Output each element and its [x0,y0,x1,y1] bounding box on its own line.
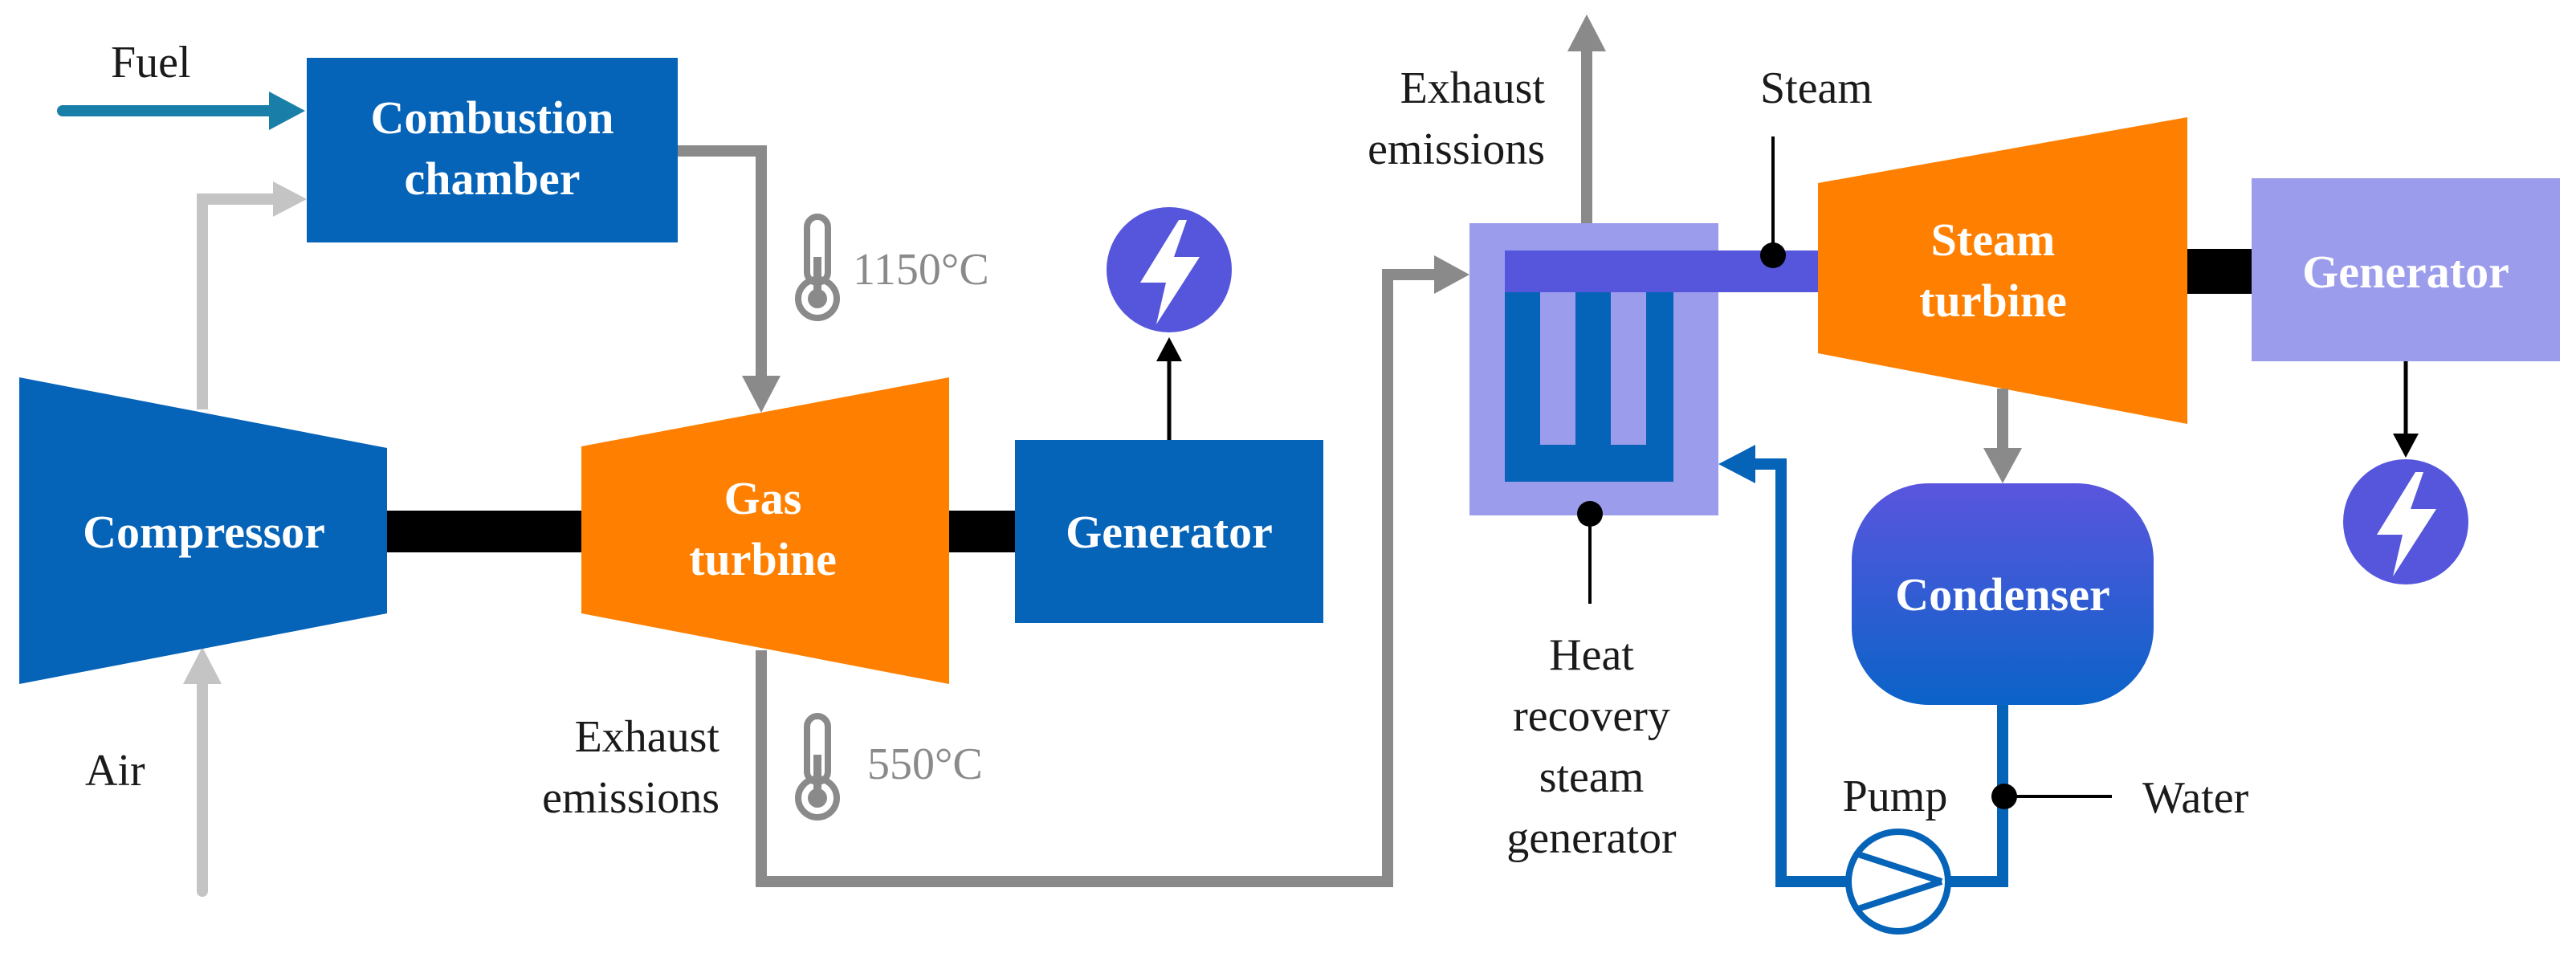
water-label: Water [2142,773,2249,823]
steam-label: Steam [1760,63,1873,113]
steam-turbine-label-2: turbine [1919,275,2067,327]
hrsg-label-1: Heat [1549,630,1634,680]
hrsg-pointer-dot [1577,501,1603,527]
hot-gas-arrow [678,145,781,413]
temperature-high-label: 1150°C [853,245,989,295]
generator-left-label: Generator [1066,506,1273,558]
compressor-label: Compressor [83,506,325,558]
water-loop [1718,445,2008,887]
steam-pointer-dot [1760,242,1786,268]
exhaust-left-label-1: Exhaust [575,712,720,762]
exhaust-left-label-2: emissions [542,773,719,823]
pump-icon [1845,829,1951,935]
thermometer-icon [795,713,840,821]
lightning-icon [1107,207,1232,332]
lightning-icon [2343,459,2468,584]
fuel-arrow [57,92,305,130]
gas-turbine-label-1: Gas [724,472,802,524]
combustion-chamber-label-2: chamber [404,153,580,205]
air-inlet-arrow [183,647,222,897]
generator-right-label: Generator [2302,246,2509,298]
steam-turbine-shape [1818,117,2187,424]
compressor-shape [19,377,387,684]
power-output-arrow-left [1156,337,1182,440]
exhaust-stack-arrow [1567,14,1606,223]
hrsg-label-2: recovery [1513,691,1670,741]
hrsg-label-4: generator [1506,813,1677,863]
steam-pipe [1673,250,1821,292]
gas-turbine-shape [581,377,949,684]
exhaust-top-label-2: emissions [1367,124,1545,174]
compressed-air-arrow [197,181,307,409]
condenser-label: Condenser [1895,568,2109,621]
power-output-arrow-right [2393,361,2419,458]
temperature-low-label: 550°C [867,739,983,789]
condenser-box [1852,483,2154,705]
combustion-chamber-box [307,58,678,242]
generator-left-box [1015,440,1323,623]
thermometer-icon [795,214,840,321]
hrsg-label-3: steam [1539,752,1645,802]
exhaust-top-label-1: Exhaust [1400,63,1546,113]
turbine-to-condenser-arrow [1983,389,2022,483]
combustion-chamber-label-1: Combustion [371,92,614,144]
pump-label: Pump [1843,772,1948,821]
gas-turbine-label-2: turbine [689,533,837,585]
fuel-label: Fuel [111,38,191,88]
exhaust-gas-arrow [756,255,1469,887]
generator-right-box [2252,178,2560,361]
steam-turbine-label-1: Steam [1931,214,2056,266]
air-label: Air [85,746,145,796]
